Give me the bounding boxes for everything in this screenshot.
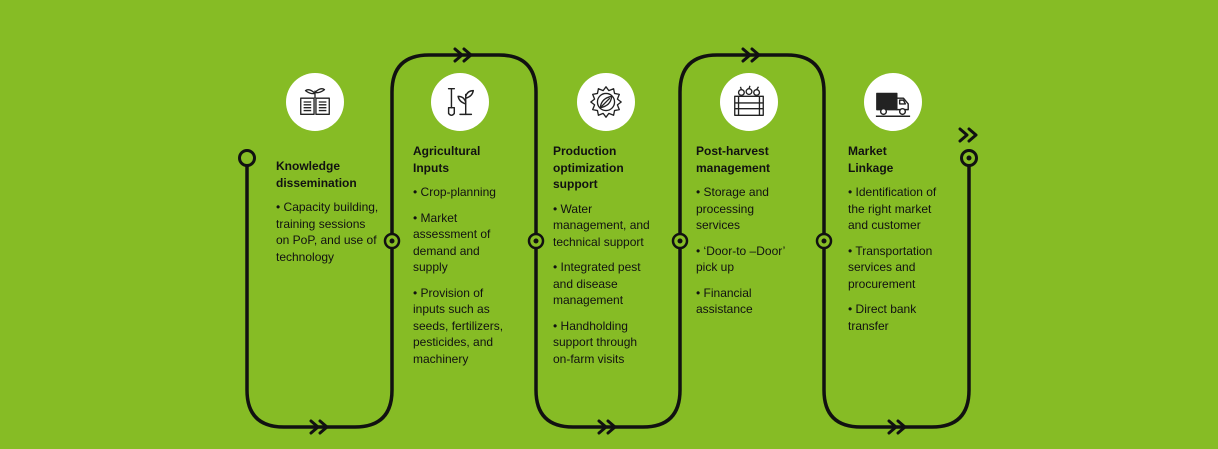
delivery-truck-icon — [875, 92, 911, 117]
direction-chevron-icon — [741, 47, 761, 63]
start-node — [238, 149, 256, 167]
stage-column: Agricultural Inputs • Crop-planning • Ma… — [413, 143, 531, 376]
direction-chevron-icon — [958, 127, 978, 143]
stage-1-icon — [286, 73, 344, 131]
stage-bullets: • Water management, and technical suppor… — [553, 201, 677, 368]
stage-2-icon — [431, 73, 489, 131]
book-plant-icon — [300, 88, 330, 116]
list-item: • Financial assistance — [696, 285, 753, 317]
direction-chevron-icon — [453, 47, 473, 63]
stage-column: Production optimization support • Water … — [553, 143, 677, 376]
gear-leaf-icon — [590, 86, 622, 118]
stage-5-icon — [864, 73, 922, 131]
list-item: • Handholding support through on-farm vi… — [553, 318, 638, 366]
list-item: • Market assessment of demand and supply — [413, 210, 491, 275]
list-item: • Transportation services and procuremen… — [848, 243, 933, 291]
list-item: • Provision of inputs such as seeds, fer… — [413, 285, 504, 366]
serpentine-line — [245, 53, 971, 429]
list-item: • ‘Door-to –Door’ pick up — [696, 243, 786, 275]
stage-bullets: • Capacity building, training sessions o… — [276, 199, 396, 265]
shovel-sprout-icon — [447, 87, 475, 117]
stage-title: Production optimization support — [553, 144, 624, 191]
stage-3-icon — [577, 73, 635, 131]
stage-column: Post-harvest management • Storage and pr… — [696, 143, 816, 327]
stage-bullets: • Crop-planning • Market assessment of d… — [413, 184, 531, 367]
list-item: • Integrated pest and disease management — [553, 260, 641, 307]
direction-chevron-icon — [597, 419, 617, 435]
stage-title: Market Linkage — [848, 144, 894, 175]
direction-chevron-icon — [309, 419, 329, 435]
stage-bullets: • Identification of the right market and… — [848, 184, 958, 334]
stage-title: Post-harvest management — [696, 144, 771, 175]
stage-title: Knowledge dissemination — [276, 159, 357, 190]
stage-4-icon — [720, 73, 778, 131]
crate-produce-icon — [734, 85, 764, 116]
direction-chevron-icon — [887, 419, 907, 435]
list-item: • Water management, and technical suppor… — [553, 201, 650, 249]
stage-column: Market Linkage • Identification of the r… — [848, 143, 958, 343]
list-item: • Storage and processing services — [696, 185, 769, 232]
stage-column: Knowledge dissemination • Capacity build… — [276, 158, 396, 274]
stage-title: Agricultural Inputs — [413, 144, 481, 175]
list-item: • Direct bank transfer — [848, 302, 917, 333]
list-item: • Crop-planning — [413, 185, 496, 199]
list-item: • Identification of the right market and… — [848, 185, 937, 232]
list-item: • Capacity building, training sessions o… — [276, 200, 379, 264]
stage-bullets: • Storage and processing services • ‘Doo… — [696, 184, 816, 318]
